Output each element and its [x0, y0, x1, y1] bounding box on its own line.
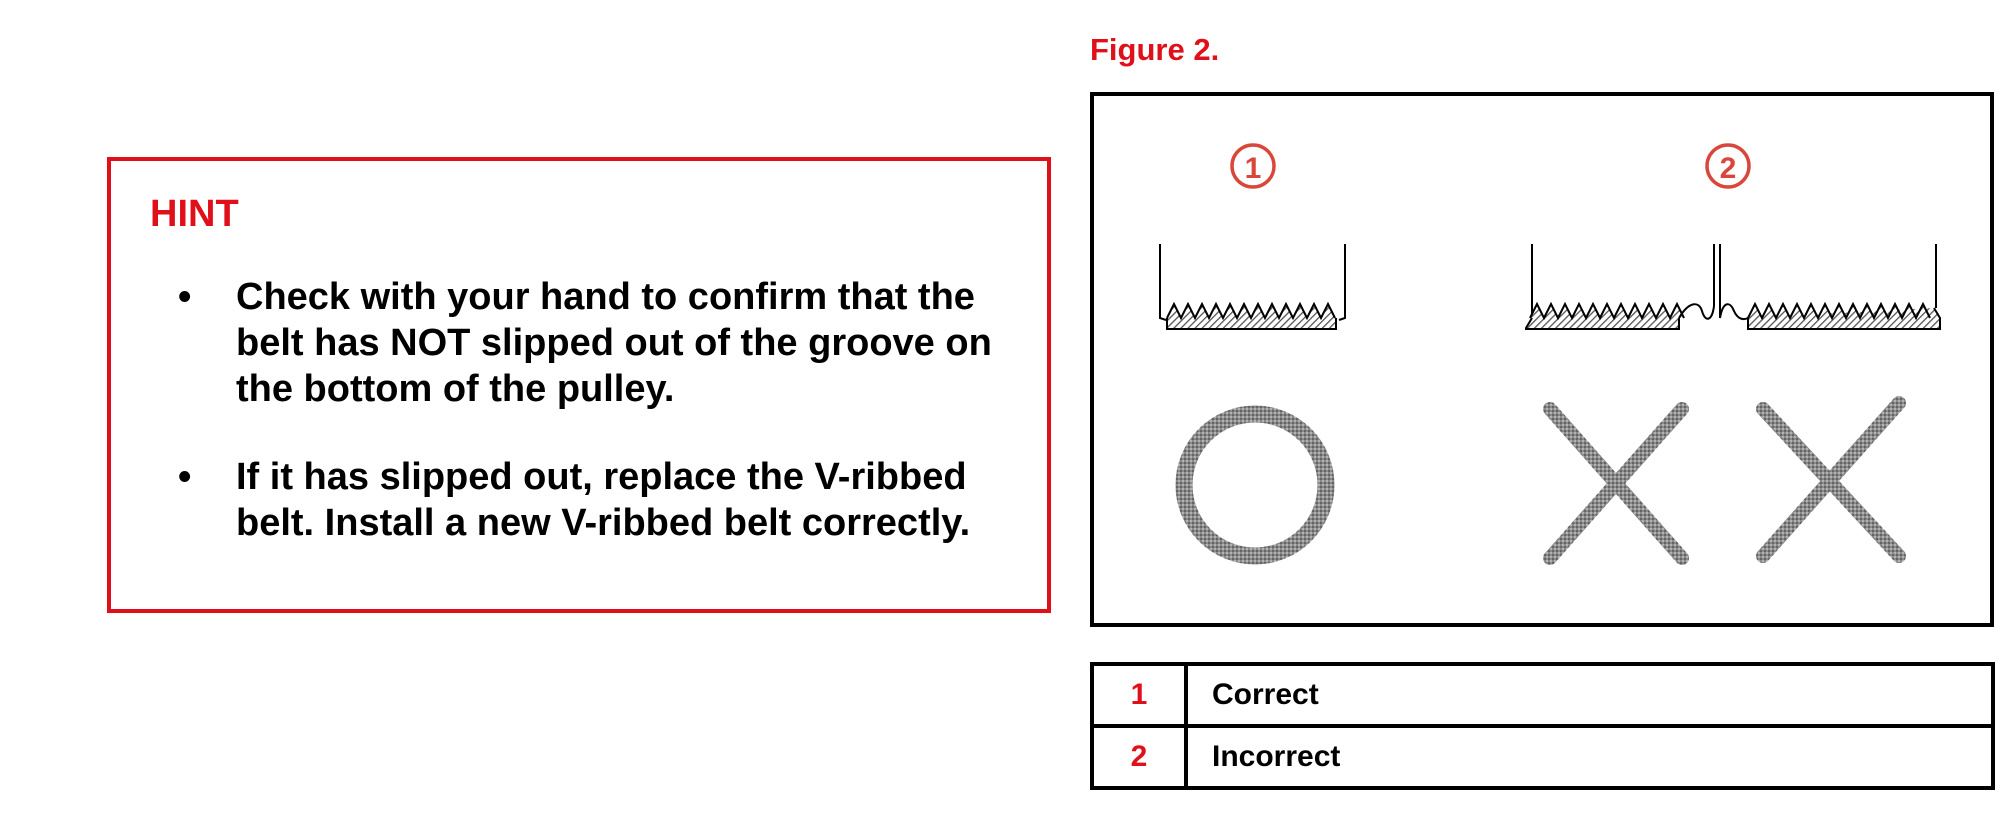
- legend-row: 2 Incorrect: [1090, 724, 1995, 790]
- legend-label: Correct: [1184, 662, 1995, 728]
- bullet: •: [178, 276, 192, 318]
- hint-text: Check with your hand to confirm that the…: [236, 276, 992, 410]
- hint-item: • Check with your hand to confirm that t…: [178, 274, 1038, 412]
- bullet: •: [178, 456, 192, 498]
- belt-figure: 1 2: [1159, 143, 1941, 565]
- legend-row: 1 Correct: [1090, 662, 1995, 728]
- correct-belt-diagram: [1159, 244, 1346, 330]
- legend-number: 2: [1090, 724, 1188, 790]
- hint-list: • Check with your hand to confirm that t…: [178, 274, 1038, 546]
- legend-label: Incorrect: [1184, 724, 1995, 790]
- incorrect-belt-diagram-left: [1525, 244, 1721, 330]
- figure-label: Figure 2.: [1090, 32, 1220, 67]
- incorrect-x-icon: [1543, 402, 1689, 565]
- marker-1-number: 1: [1245, 152, 1262, 185]
- hint-text: If it has slipped out, replace the V-rib…: [236, 456, 971, 544]
- hint-box: HINT • Check with your hand to confirm t…: [107, 157, 1051, 613]
- legend-table: 1 Correct 2 Incorrect: [1090, 662, 1995, 790]
- hint-item: • If it has slipped out, replace the V-r…: [178, 454, 1038, 546]
- marker-2: 2: [1705, 143, 1751, 189]
- hint-title: HINT: [150, 193, 239, 235]
- figure-frame: 1 2: [1090, 92, 1994, 627]
- incorrect-x-icon: [1756, 396, 1906, 563]
- marker-1: 1: [1230, 143, 1276, 189]
- legend-number: 1: [1090, 662, 1188, 728]
- marker-2-number: 2: [1720, 152, 1737, 185]
- incorrect-belt-diagram-right: [1719, 244, 1941, 330]
- correct-circle-icon: [1175, 405, 1335, 565]
